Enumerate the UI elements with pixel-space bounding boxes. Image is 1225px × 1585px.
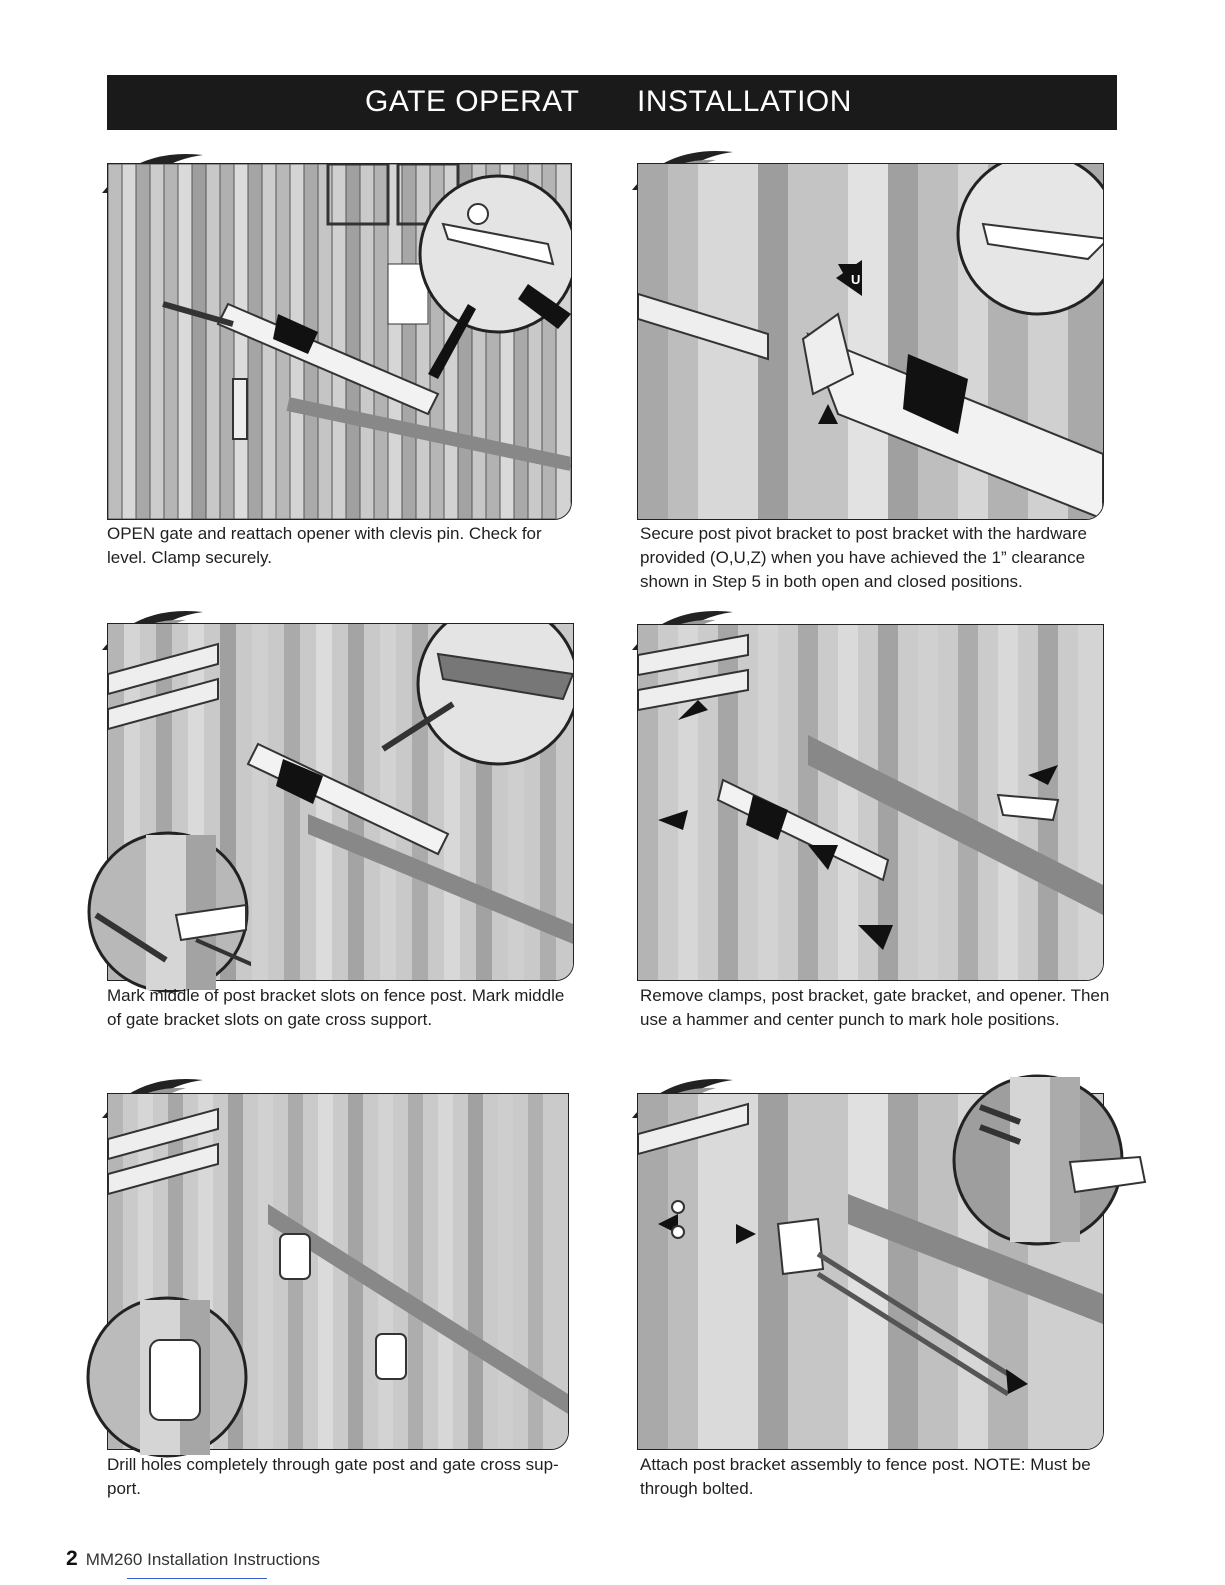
footer-link-underline [127, 1578, 267, 1579]
step-3-illustration [107, 623, 574, 981]
step-1-illustration [107, 163, 572, 520]
step-3-detail-circle [87, 831, 251, 993]
page-footer: 2 MM260 Installation Instructions [66, 1547, 320, 1571]
callout-u-badge [836, 260, 862, 296]
step-6-detail-circle [952, 1074, 1147, 1246]
step-2-illustration [637, 163, 1104, 520]
footer-text: MM260 Installation Instructions [85, 1550, 321, 1569]
step-2-caption: Secure post pivot bracket to post bracke… [640, 524, 1087, 591]
page-number: 2 [66, 1547, 78, 1570]
step-6-caption: Attach post bracket assembly to fence po… [640, 1455, 1091, 1498]
step-5-caption: Drill holes completely through gate post… [107, 1455, 559, 1498]
page-title-bar: GATE OPERAT INSTALLATION [107, 75, 1117, 130]
page-title-right: INSTALLATION [637, 85, 852, 118]
page-title-left: GATE OPERAT [365, 85, 580, 118]
step-1-caption: OPEN gate and reattach opener with clevi… [107, 524, 542, 567]
callout-u-label: U [851, 272, 861, 287]
step-4-caption: Remove clamps, post bracket, gate bracke… [640, 986, 1110, 1029]
step-3-caption: Mark middle of post bracket slots on fen… [107, 986, 565, 1029]
step-4-illustration [637, 624, 1104, 981]
step-5-detail-circle [86, 1296, 248, 1458]
